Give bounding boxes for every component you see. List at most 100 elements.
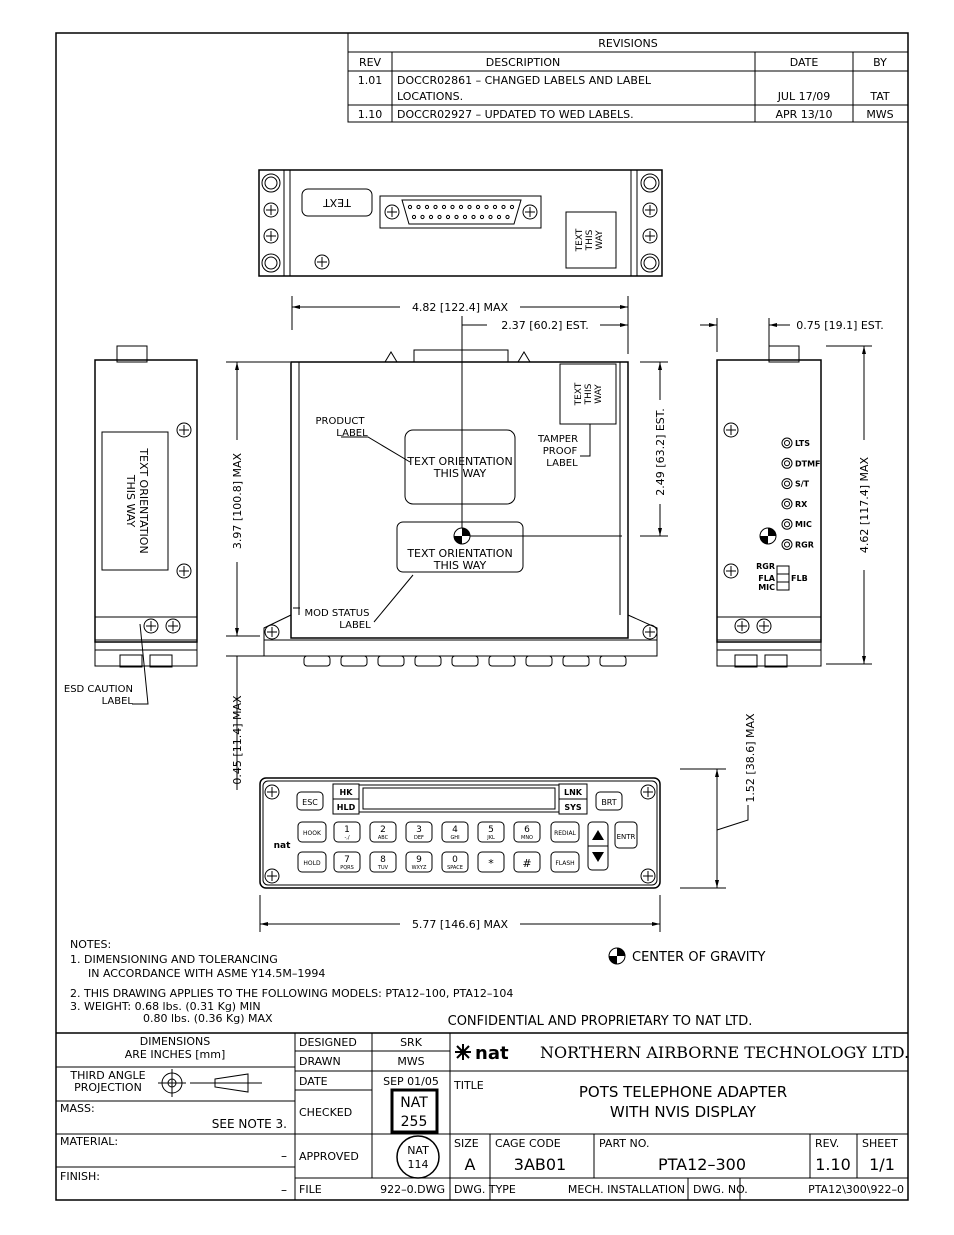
drawn-value: MWS xyxy=(397,1055,424,1068)
connector-pin xyxy=(484,204,489,210)
sys-key: SYS xyxy=(564,803,582,812)
connector-pin xyxy=(416,204,421,210)
main-orientation-label-2: TEXT ORIENTATION xyxy=(406,547,512,560)
key-label: 1 xyxy=(344,825,350,835)
by-cell: TAT xyxy=(869,90,890,103)
connector-pin xyxy=(450,204,455,210)
confidential-notice: CONFIDENTIAL AND PROPRIETARY TO NAT LTD. xyxy=(448,1014,753,1029)
key-label: 9 xyxy=(416,855,422,865)
svg-text:THIS WAY: THIS WAY xyxy=(433,467,487,480)
note-line: 2. THIS DRAWING APPLIES TO THE FOLLOWING… xyxy=(70,987,513,1000)
mic-switch-label: MIC xyxy=(758,583,775,592)
keypad-key xyxy=(513,821,541,843)
svg-text:LABEL: LABEL xyxy=(336,428,368,439)
keypad-key xyxy=(477,851,505,873)
key-sublabel: WXYZ xyxy=(412,865,427,871)
height-max-dim: 3.97 [100.8] MAX xyxy=(231,452,244,549)
rev-cell: 1.01 xyxy=(358,74,383,87)
lnk-key: LNK xyxy=(564,788,583,797)
entr-key: ENTR xyxy=(617,833,636,841)
tamper-proof-label: TAMPER xyxy=(537,434,578,445)
svg-text:LABEL: LABEL xyxy=(339,620,371,631)
dwg-no-value: PTA12\300\922–0 xyxy=(808,1183,904,1196)
keypad-key xyxy=(297,821,327,843)
key-sublabel: TUV xyxy=(377,865,389,871)
connector-pin xyxy=(505,214,510,220)
led-label: DTMF xyxy=(795,459,821,468)
led-label: RX xyxy=(795,500,808,509)
bezel-max-dim: 0.45 [11.4] MAX xyxy=(231,695,244,785)
keypad-key xyxy=(550,821,580,843)
key-label: 0 xyxy=(452,855,458,865)
bezel-knob xyxy=(414,655,442,667)
nat-logo-icon xyxy=(455,1044,471,1060)
keypad-key xyxy=(369,821,397,843)
hld-key: HLD xyxy=(337,803,356,812)
bezel-knob xyxy=(525,655,553,667)
connector-pin xyxy=(411,214,417,220)
led-indicator-icon xyxy=(781,518,793,530)
note-line: 0.80 lbs. (0.36 Kg) MAX xyxy=(143,1012,273,1025)
main-view: TEXT ORIENTATION THIS WAY PRODUCT LABEL … xyxy=(263,349,658,667)
sheet-value: 1/1 xyxy=(869,1155,895,1174)
connector-pin xyxy=(424,204,430,210)
key-sublabel: JKL xyxy=(486,835,495,841)
led-label: S/T xyxy=(795,480,810,489)
file-value: 922–0.DWG xyxy=(380,1183,445,1196)
key-label: 7 xyxy=(344,855,350,865)
dimensions-units-label: DIMENSIONS xyxy=(140,1035,210,1048)
rev-value: 1.10 xyxy=(815,1155,851,1174)
description-header: DESCRIPTION xyxy=(486,56,560,69)
svg-text:THIS: THIS xyxy=(585,229,595,251)
top-text-label: TEXT xyxy=(323,196,352,209)
bezel-knob xyxy=(340,655,368,667)
connector-pin xyxy=(475,204,481,210)
brt-key: BRT xyxy=(601,798,616,807)
connector-pin xyxy=(496,214,502,220)
material-label: MATERIAL: xyxy=(60,1135,118,1148)
svg-text:255: 255 xyxy=(401,1114,428,1130)
down-arrow-icon xyxy=(592,852,604,862)
rev-header: REV xyxy=(359,56,382,69)
part-no-value: PTA12–300 xyxy=(658,1155,746,1174)
dwg-no-label: DWG. NO. xyxy=(693,1183,748,1196)
rgr-switch-label: RGR xyxy=(756,562,775,571)
bezel-knob xyxy=(599,655,627,667)
key-sublabel: PQRS xyxy=(340,865,354,871)
part-no-label: PART NO. xyxy=(599,1137,649,1150)
connector-pin xyxy=(458,204,464,210)
top-view: TEXT TEXT THIS WAY xyxy=(258,169,663,277)
bezel-knob xyxy=(488,655,516,667)
checked-label: CHECKED xyxy=(299,1106,352,1119)
cg-height-est-dim: 2.49 [63.2] EST. xyxy=(654,408,667,495)
cage-code-value: 3AB01 xyxy=(514,1155,566,1174)
left-side-view: TEXT ORIENTATION THIS WAY ESD CAUTION LA… xyxy=(64,345,198,707)
svg-text:LABEL: LABEL xyxy=(546,458,578,469)
bezel-knob xyxy=(303,655,331,667)
connector-pin xyxy=(407,204,413,210)
key-label: 6 xyxy=(524,825,530,835)
key-label: 4 xyxy=(452,825,458,835)
drawn-label: DRAWN xyxy=(299,1055,341,1068)
third-angle-projection-icon xyxy=(158,1069,262,1097)
note-line: 3. WEIGHT: 0.68 lbs. (0.31 Kg) MIN xyxy=(70,1000,261,1013)
depth-est-dim: 0.75 [19.1] EST. xyxy=(796,319,883,332)
key-sublabel: MNO xyxy=(521,835,533,841)
key-sublabel: GHI xyxy=(450,835,459,841)
projection-label: THIRD ANGLE xyxy=(69,1069,145,1082)
hk-key: HK xyxy=(340,788,354,797)
keypad-key xyxy=(369,851,397,873)
connector-pin xyxy=(492,204,498,210)
file-label: FILE xyxy=(299,1183,322,1196)
dwg-type-value: MECH. INSTALLATION xyxy=(568,1183,685,1196)
revisions-title: REVISIONS xyxy=(598,37,657,50)
mass-value: SEE NOTE 3. xyxy=(212,1117,287,1131)
key-label: * xyxy=(488,857,494,870)
keypad-key xyxy=(405,821,433,843)
approved-stamp-text: NAT xyxy=(407,1144,429,1157)
key-label: 2 xyxy=(380,825,386,835)
keypad-key xyxy=(441,821,469,843)
top-text-this-way: TEXT xyxy=(575,228,585,252)
company-name: NORTHERN AIRBORNE TECHNOLOGY LTD. xyxy=(540,1043,909,1062)
